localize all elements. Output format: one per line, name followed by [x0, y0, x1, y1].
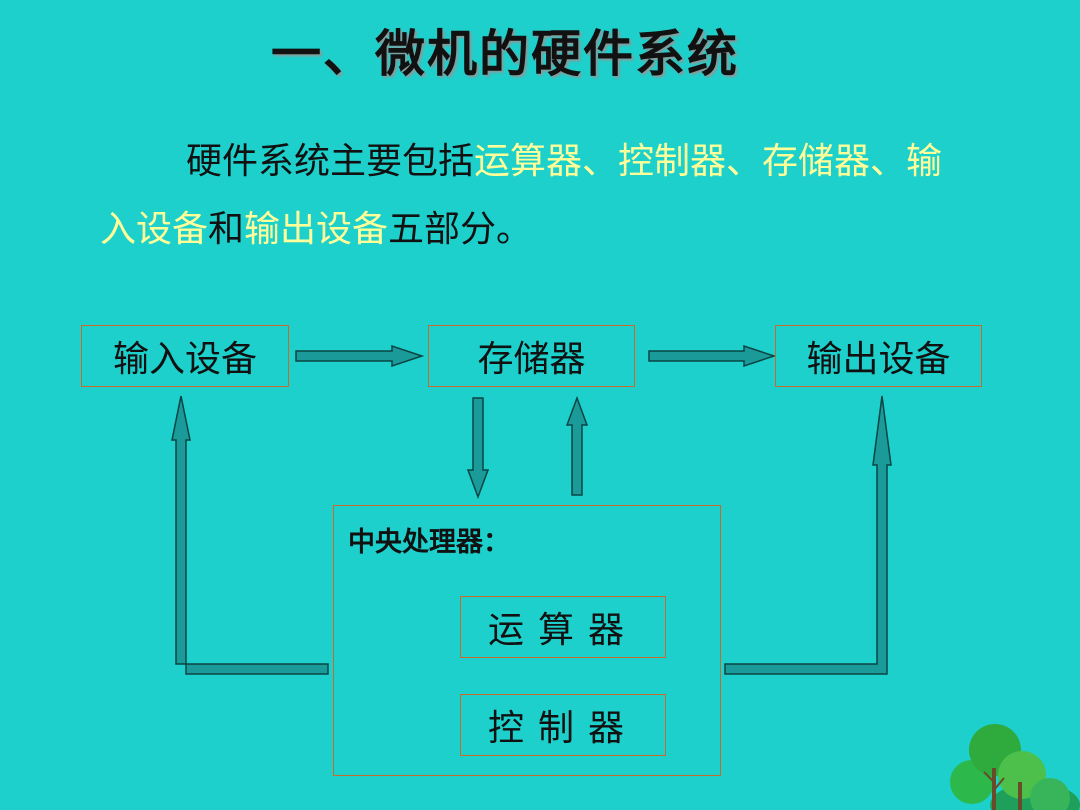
intro-text-3: 五部分。 — [388, 209, 533, 250]
arrow-input-to-memory — [295, 344, 425, 368]
controller-box: 控制器 — [460, 694, 666, 756]
output-device-box: 输出设备 — [775, 325, 982, 387]
cpu-box: 中央处理器： 运算器 控制器 — [333, 505, 721, 776]
arrow-memory-to-cpu — [466, 397, 490, 500]
intro-text-2: 和 — [208, 209, 245, 250]
cpu-label: 中央处理器： — [348, 527, 510, 558]
slide-title: 一、微机的硬件系统 — [271, 24, 739, 83]
intro-paragraph: 硬件系统主要包括运算器、控制器、存储器、输入设备和输出设备五部分。 — [100, 128, 960, 264]
memory-box: 存储器 — [428, 325, 635, 387]
intro-highlight-1: 运算器、控制器、存储器、输入设备 — [100, 141, 943, 250]
alu-box: 运算器 — [460, 596, 666, 658]
arrow-cpu-to-memory — [565, 395, 589, 496]
arrow-memory-to-output — [648, 344, 777, 368]
input-device-box: 输入设备 — [81, 325, 289, 387]
tree-decoration-icon — [950, 724, 1080, 810]
intro-text-1: 硬件系统主要包括 — [186, 141, 475, 182]
intro-highlight-2: 输出设备 — [244, 209, 389, 250]
arrow-cpu-to-input — [171, 395, 329, 675]
arrow-cpu-to-output — [724, 395, 892, 675]
